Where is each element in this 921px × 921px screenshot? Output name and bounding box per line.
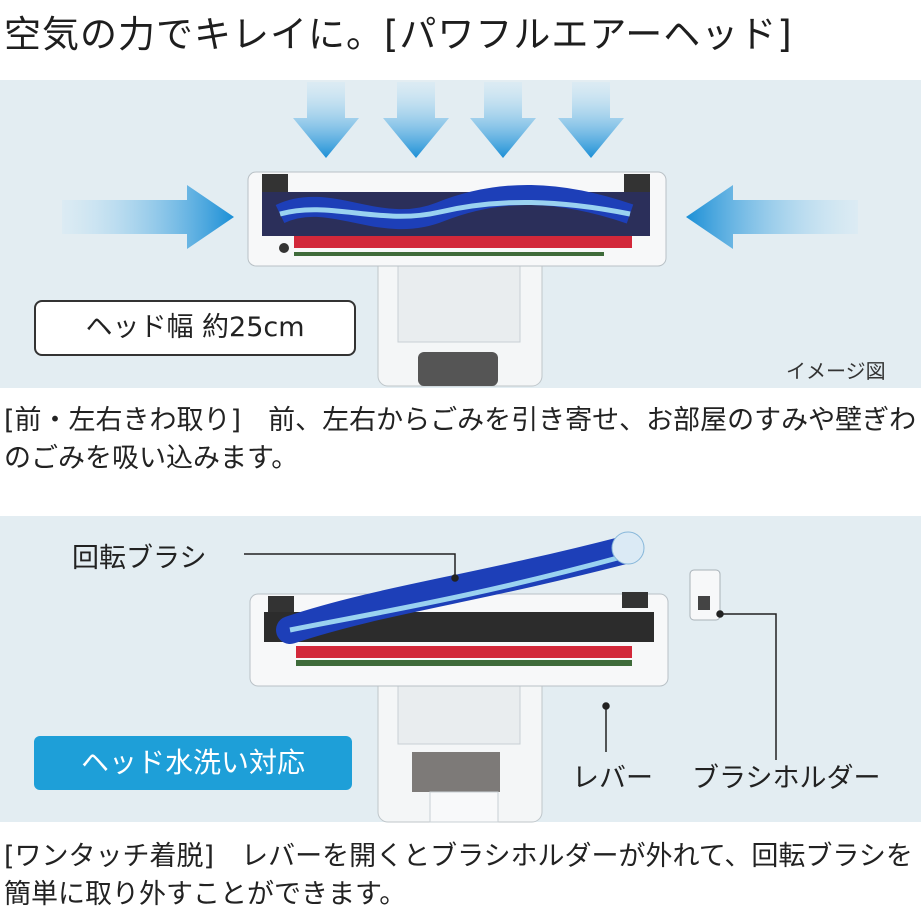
feature-description-2: [ワンタッチ着脱] レバーを開くとブラシホルダーが外れて、回転ブラシを簡単に取り…	[4, 841, 913, 910]
feature-description-1: [前・左右きわ取り] 前、左右からごみを引き寄せ、お部屋のすみや壁ぎわのごみを吸…	[4, 405, 917, 474]
leader-lines	[244, 553, 777, 760]
label-lever: レバー	[572, 763, 653, 794]
airflow-arrow-right	[686, 185, 858, 249]
brush-holder	[689, 569, 721, 621]
head-body-2	[249, 592, 669, 823]
label-brush-holder: ブラシホルダー	[692, 763, 881, 794]
label-rotating-brush: 回転ブラシ	[72, 543, 207, 574]
head-body-1	[247, 171, 667, 387]
image-note: イメージ図	[786, 359, 886, 383]
airflow-arrows-top	[293, 82, 624, 158]
head-width-badge: ヘッド幅 約25cm	[34, 300, 356, 356]
airflow-arrow-left	[62, 185, 234, 249]
washable-badge: ヘッド水洗い対応	[34, 736, 352, 790]
rotating-brush	[276, 531, 645, 644]
page-title: 空気の力でキレイに。[パワフルエアーヘッド]	[4, 13, 793, 56]
